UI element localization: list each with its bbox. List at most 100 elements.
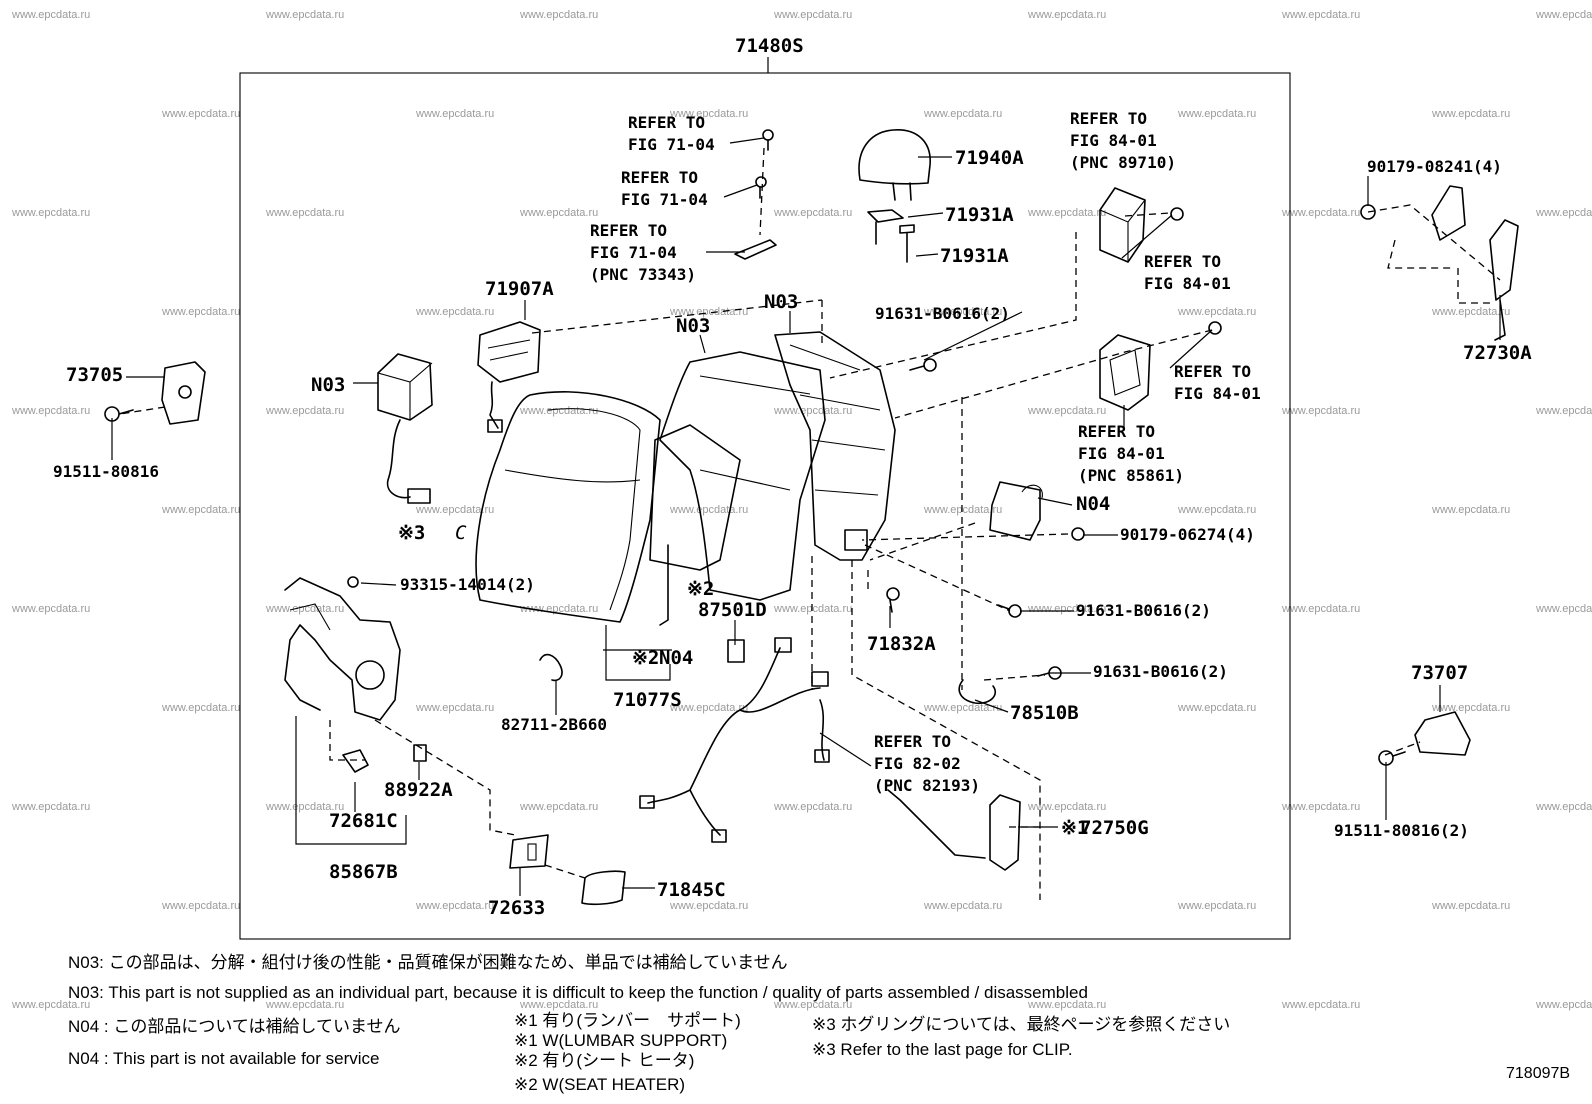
- mechanism-71907A-drawing: [477, 321, 541, 433]
- svg-text:FIG 84-01: FIG 84-01: [1174, 384, 1261, 403]
- watermark-text: www.epcdata.ru: [11, 207, 90, 219]
- watermark-text: www.epcdata.ru: [1431, 504, 1510, 516]
- part-91631-B0616-b[interactable]: 91631-B0616(2): [1076, 601, 1211, 620]
- figure-code: 718097B: [1506, 1065, 1570, 1082]
- watermark-text: www.epcdata.ru: [161, 504, 240, 516]
- part-90179-08241[interactable]: 90179-08241(4): [1367, 157, 1502, 176]
- part-73707[interactable]: 73707: [1411, 662, 1468, 684]
- part-71832A[interactable]: 71832A: [867, 633, 936, 655]
- note-lumbar-japanese: ※1 有り(ランバー サポート): [514, 1011, 741, 1030]
- part-90179-06274[interactable]: 90179-06274(4): [1120, 525, 1255, 544]
- svg-text:REFER TO: REFER TO: [628, 113, 705, 132]
- part-71845C[interactable]: 71845C: [657, 879, 726, 901]
- watermark-text: www.epcdata.ru: [1281, 405, 1360, 417]
- assembly-frame: [239, 72, 1291, 940]
- refer-block-8[interactable]: REFER TO FIG 82-02 (PNC 82193): [874, 732, 980, 795]
- part-71931A-lower[interactable]: 71931A: [940, 245, 1009, 267]
- refer-block-3[interactable]: REFER TO FIG 71-04 (PNC 73343): [590, 221, 696, 284]
- watermark-text: www.epcdata.ru: [1027, 999, 1106, 1011]
- watermark-text: www.epcdata.ru: [773, 405, 852, 417]
- seatback-pad-drawing: [649, 424, 741, 626]
- bracket-78510B-drawing: [958, 679, 997, 705]
- part-91511-80816[interactable]: 91511-80816: [53, 462, 159, 481]
- watermark-text: www.epcdata.ru: [773, 9, 852, 21]
- watermark-text: www.epcdata.ru: [773, 801, 852, 813]
- watermark-text: www.epcdata.ru: [1535, 207, 1592, 219]
- watermark-text: www.epcdata.ru: [265, 603, 344, 615]
- part-71077S[interactable]: 71077S: [613, 689, 682, 711]
- watermark-text: www.epcdata.ru: [1431, 108, 1510, 120]
- refer-block-2[interactable]: REFER TO FIG 71-04: [621, 168, 708, 209]
- watermark-text: www.epcdata.ru: [1177, 504, 1256, 516]
- svg-text:(PNC 73343): (PNC 73343): [590, 265, 696, 284]
- watermark-text: www.epcdata.ru: [773, 999, 852, 1011]
- part-91631-B0616-a[interactable]: 91631-B0616(2): [875, 304, 1010, 323]
- watermark-text: www.epcdata.ru: [923, 900, 1002, 912]
- part-71931A-upper[interactable]: 71931A: [945, 204, 1014, 226]
- watermark-text: www.epcdata.ru: [519, 405, 598, 417]
- part-n03-module[interactable]: N03: [311, 374, 345, 396]
- clip-72681C-drawing: [342, 749, 369, 773]
- part-73705[interactable]: 73705: [66, 364, 123, 386]
- part-93315-14014[interactable]: 93315-14014(2): [400, 575, 535, 594]
- note-n03-japanese: N03: この部品は、分解・組付け後の性能・品質確保が困難なため、単品では補給し…: [68, 953, 788, 972]
- svg-text:FIG 71-04: FIG 71-04: [628, 135, 715, 154]
- watermark-text: www.epcdata.ru: [11, 999, 90, 1011]
- watermark-text: www.epcdata.ru: [773, 207, 852, 219]
- ecu-85861-drawing: [1099, 321, 1222, 411]
- assembly-label[interactable]: 71480S: [735, 35, 804, 57]
- svg-text:REFER TO: REFER TO: [621, 168, 698, 187]
- part-n03-seatback[interactable]: N03: [676, 315, 710, 337]
- refer-block-6[interactable]: REFER TO FIG 84-01: [1174, 362, 1261, 403]
- watermark-text: www.epcdata.ru: [669, 504, 748, 516]
- note-n03-english: N03: This part is not supplied as an ind…: [68, 983, 1088, 1002]
- part-91511-80816-2[interactable]: 91511-80816(2): [1334, 821, 1469, 840]
- watermark-text: www.epcdata.ru: [1027, 9, 1106, 21]
- clip-letter-c: C: [455, 522, 467, 544]
- ecu-89710-drawing: [1099, 187, 1184, 263]
- headrest-drawing: [858, 129, 931, 201]
- part-82711-2B660[interactable]: 82711-2B660: [501, 715, 607, 734]
- part-72633[interactable]: 72633: [488, 897, 545, 919]
- part-71940A[interactable]: 71940A: [955, 147, 1024, 169]
- watermark-text: www.epcdata.ru: [1177, 702, 1256, 714]
- watermark-text: www.epcdata.ru: [265, 999, 344, 1011]
- part-n04-heater[interactable]: N04: [659, 647, 693, 669]
- watermark-text: www.epcdata.ru: [415, 108, 494, 120]
- part-72750G[interactable]: 72750G: [1080, 817, 1149, 839]
- refer-block-1[interactable]: REFER TO FIG 71-04: [628, 113, 715, 154]
- watermark-text: www.epcdata.ru: [519, 999, 598, 1011]
- refer-block-7[interactable]: REFER TO FIG 84-01 (PNC 85861): [1078, 422, 1184, 485]
- part-87501D[interactable]: 87501D: [698, 599, 767, 621]
- watermark-text: www.epcdata.ru: [1535, 603, 1592, 615]
- dashed-assembly-lines: [119, 147, 1501, 900]
- refer-block-4[interactable]: REFER TO FIG 84-01 (PNC 89710): [1070, 109, 1176, 172]
- watermark-text: www.epcdata.ru: [161, 900, 240, 912]
- watermark-text: www.epcdata.ru: [11, 9, 90, 21]
- svg-text:REFER TO: REFER TO: [590, 221, 667, 240]
- svg-text:REFER TO: REFER TO: [1078, 422, 1155, 441]
- watermark-text: www.epcdata.ru: [1177, 306, 1256, 318]
- part-78510B[interactable]: 78510B: [1010, 702, 1079, 724]
- part-85867B[interactable]: 85867B: [329, 861, 398, 883]
- watermark-text: www.epcdata.ru: [923, 702, 1002, 714]
- watermark-text: www.epcdata.ru: [1535, 999, 1592, 1011]
- refer-block-5[interactable]: REFER TO FIG 84-01: [1144, 252, 1231, 293]
- watermark-text: www.epcdata.ru: [1431, 306, 1510, 318]
- svg-text:REFER TO: REFER TO: [1174, 362, 1251, 381]
- part-91631-B0616-c[interactable]: 91631-B0616(2): [1093, 662, 1228, 681]
- watermark-text: www.epcdata.ru: [1535, 801, 1592, 813]
- part-71907A[interactable]: 71907A: [485, 278, 554, 300]
- seatback-cushion-drawing: [475, 391, 661, 623]
- watermark-text: www.epcdata.ru: [1281, 999, 1360, 1011]
- svg-text:REFER TO: REFER TO: [1144, 252, 1221, 271]
- watermark-text: www.epcdata.ru: [1535, 405, 1592, 417]
- part-72730A[interactable]: 72730A: [1463, 342, 1532, 364]
- part-72681C[interactable]: 72681C: [329, 810, 398, 832]
- svg-text:(PNC 89710): (PNC 89710): [1070, 153, 1176, 172]
- part-n03-frame[interactable]: N03: [764, 291, 798, 313]
- marker-note-3: ※3: [398, 522, 425, 544]
- note-clip-japanese: ※3 ホグリングについては、最終ページを参照ください: [812, 1015, 1230, 1034]
- part-n04-module[interactable]: N04: [1076, 493, 1110, 515]
- part-88922A[interactable]: 88922A: [384, 779, 453, 801]
